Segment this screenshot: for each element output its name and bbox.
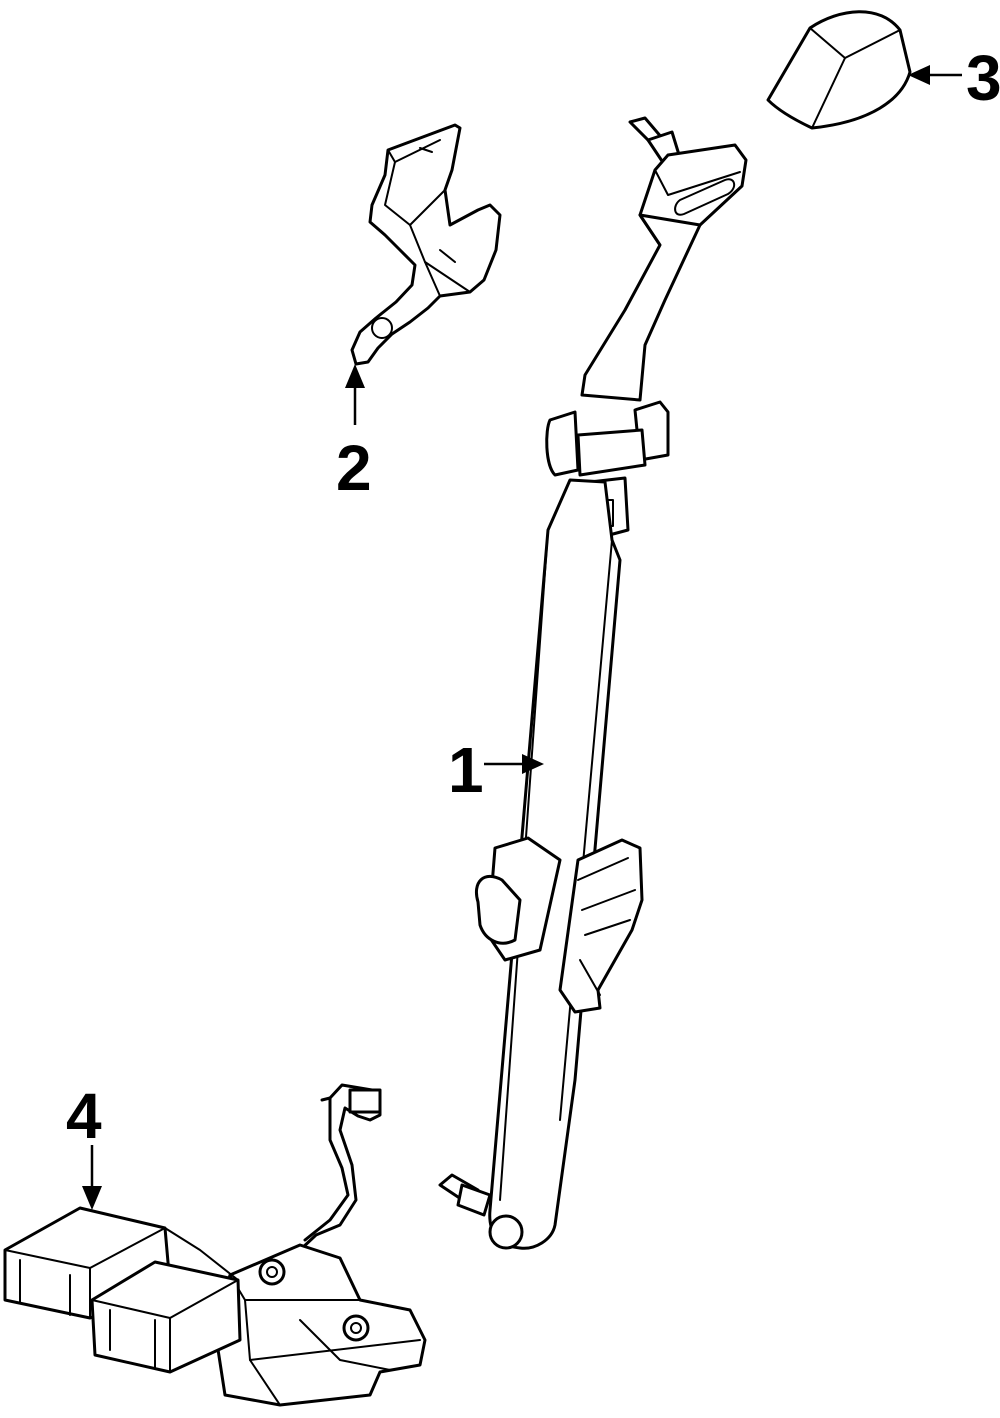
part-2-bracket bbox=[350, 123, 502, 366]
part-3-cover-cap bbox=[766, 10, 912, 130]
part-4-buckle-assembly bbox=[3, 1083, 427, 1407]
svg-text:1: 1 bbox=[448, 734, 484, 806]
svg-text:2: 2 bbox=[336, 432, 372, 504]
svg-text:4: 4 bbox=[66, 1080, 102, 1152]
callout-1: 1 bbox=[448, 734, 544, 806]
svg-text:3: 3 bbox=[966, 42, 1000, 114]
callout-2: 2 bbox=[336, 364, 372, 504]
callout-3: 3 bbox=[908, 42, 1000, 114]
part-1-seat-belt bbox=[438, 116, 748, 1250]
callout-4: 4 bbox=[66, 1080, 102, 1210]
